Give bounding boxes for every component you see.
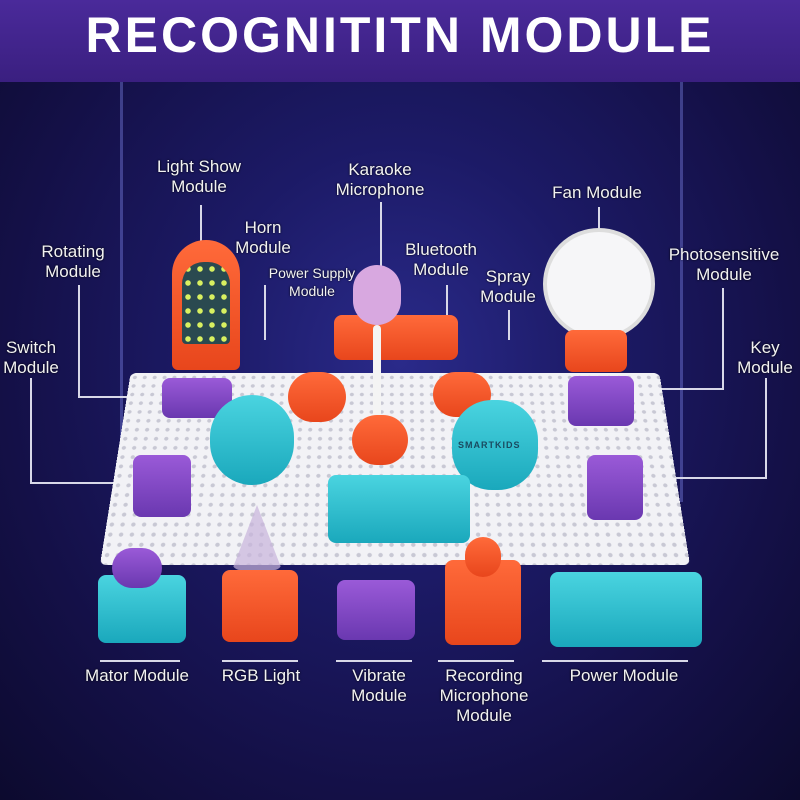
leader-line — [222, 660, 298, 662]
leader-line — [78, 285, 80, 397]
light-beam — [680, 82, 683, 502]
title-banner — [0, 0, 800, 82]
power-supply-box — [328, 475, 470, 543]
horn-module — [288, 372, 346, 422]
leader-line — [380, 202, 382, 270]
label-light-show-module: Light Show Module — [156, 157, 242, 196]
leader-line — [640, 477, 767, 479]
leader-line — [30, 378, 32, 483]
bluetooth-module — [334, 315, 458, 360]
label-bluetooth-module: Bluetooth Module — [405, 240, 477, 279]
leader-line — [446, 285, 448, 320]
leader-line — [542, 660, 688, 662]
label-photosensitive-module: Photosensitive Module — [668, 245, 780, 284]
page-title: RECOGNITITN MODULE — [85, 7, 715, 63]
light-beam — [120, 82, 123, 502]
leader-line — [630, 388, 724, 390]
label-karaoke-microphone: Karaoke Microphone — [335, 160, 425, 199]
spray-module: SMARTKIDS — [452, 400, 538, 490]
label-rotating-module: Rotating Module — [41, 242, 105, 281]
key-module — [587, 455, 643, 520]
rgb-light — [222, 570, 298, 642]
photosensitive-module — [568, 376, 634, 426]
label-spray-module: Spray Module — [480, 267, 536, 306]
leader-line — [508, 310, 510, 340]
label-power-supply-module: Power Supply Module — [268, 265, 356, 299]
leader-line — [100, 660, 180, 662]
leader-line — [78, 396, 168, 398]
leader-line — [722, 288, 724, 388]
label-switch-module: Switch Module — [3, 338, 59, 377]
light-show-module — [172, 240, 240, 370]
microphone-base — [352, 415, 408, 465]
label-horn-module: Horn Module — [235, 218, 291, 257]
switch-module — [133, 455, 191, 517]
label-vibrate-module: Vibrate Module — [351, 666, 407, 705]
label-key-module: Key Module — [737, 338, 793, 377]
leader-line — [200, 205, 202, 245]
label-fan-module: Fan Module — [552, 183, 642, 202]
rotating-fan-module — [210, 395, 294, 485]
label-mator-module: Mator Module — [85, 666, 189, 685]
leader-line — [336, 660, 412, 662]
power-module — [550, 572, 702, 647]
label-power-module: Power Module — [569, 666, 679, 685]
fan-module — [543, 228, 655, 340]
label-recording-microphone-module: Recording Microphone Module — [439, 666, 529, 725]
karaoke-microphone — [353, 265, 401, 325]
brand-text: SMARTKIDS — [458, 440, 521, 450]
fan-base — [565, 330, 627, 372]
mator-propeller — [112, 548, 162, 588]
leader-line — [765, 378, 767, 478]
leader-line — [264, 285, 266, 340]
recording-mic-head — [465, 537, 501, 577]
leader-line — [30, 482, 140, 484]
label-rgb-light: RGB Light — [221, 666, 301, 685]
leader-line — [598, 207, 600, 229]
vibrate-module — [337, 580, 415, 640]
microphone-stand — [373, 325, 381, 420]
leader-line — [438, 660, 514, 662]
